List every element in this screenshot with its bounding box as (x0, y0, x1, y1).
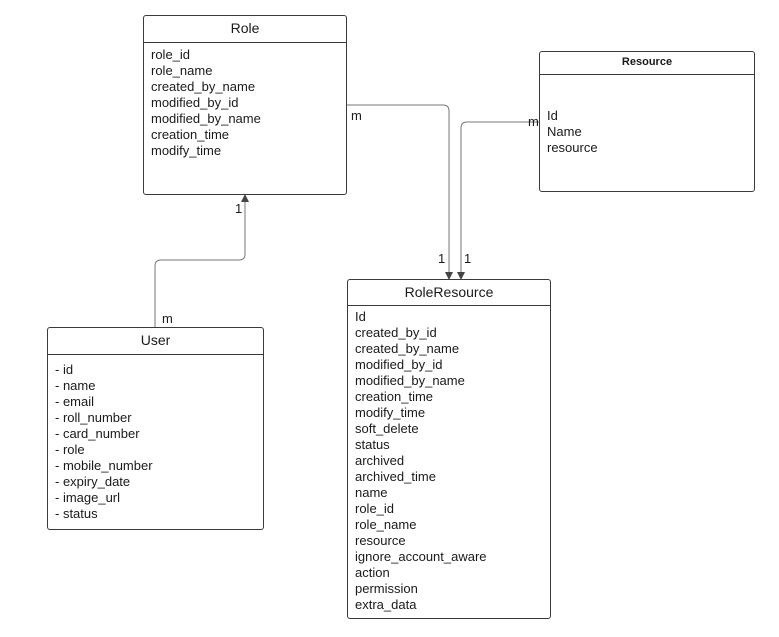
user-role-connector (154, 194, 249, 327)
roleresource-attribute: permission (355, 581, 418, 596)
role-entity-title: Role (230, 20, 260, 36)
user-role-1-label: 1 (235, 201, 243, 216)
role-attribute: role_id (151, 47, 191, 62)
user-entity-header: User (48, 328, 263, 355)
roleresource-attribute: status (355, 437, 390, 452)
role-roleresource-m-label: m (351, 108, 362, 123)
roleresource-attribute: resource (355, 533, 406, 548)
role-entity-header: Role (144, 16, 346, 43)
user-attribute: - card_number (55, 426, 140, 441)
roleresource-attribute: extra_data (355, 597, 417, 612)
role-roleresource-1-label: 1 (438, 251, 446, 266)
role-entity[interactable]: Role role_id role_name created_by_name m… (143, 15, 347, 195)
user-attribute: - status (55, 506, 98, 521)
user-attribute: - name (55, 378, 96, 393)
role-attribute-list: role_id role_name created_by_name modifi… (144, 43, 346, 159)
roleresource-attribute: role_id (355, 501, 395, 516)
role-attribute: creation_time (151, 127, 230, 142)
roleresource-entity-header: RoleResource (348, 280, 550, 306)
resource-roleresource-connector (457, 121, 539, 280)
resource-attribute: Id (547, 108, 558, 123)
roleresource-attribute: creation_time (355, 389, 434, 404)
role-attribute: modify_time (151, 143, 222, 158)
roleresource-attribute: modified_by_id (355, 357, 443, 372)
role-attribute: role_name (151, 63, 213, 78)
resource-entity-title: Resource (621, 56, 673, 68)
user-attribute: - id (55, 362, 74, 377)
user-attribute: - expiry_date (55, 474, 131, 489)
role-attribute: created_by_name (151, 79, 256, 94)
resource-roleresource-1-label: 1 (464, 251, 472, 266)
resource-attribute: Name (547, 124, 582, 139)
user-attribute: - role (55, 442, 85, 457)
roleresource-attribute: created_by_name (355, 341, 460, 356)
user-attribute: - mobile_number (55, 458, 153, 473)
user-role-m-label: m (162, 311, 173, 326)
user-attribute: - roll_number (55, 410, 132, 425)
user-entity[interactable]: User - id - name - email - roll_number -… (47, 327, 264, 530)
roleresource-attribute: created_by_id (355, 325, 437, 340)
user-attribute: - email (55, 394, 95, 409)
resource-attribute-list: Id Name resource (540, 75, 754, 156)
user-attribute: - image_url (55, 490, 121, 505)
roleresource-entity[interactable]: RoleResource Id created_by_id created_by… (347, 279, 551, 619)
roleresource-attribute: modified_by_name (355, 373, 465, 388)
roleresource-attribute: role_name (355, 517, 417, 532)
resource-attribute: resource (547, 140, 598, 155)
user-entity-title: User (140, 332, 171, 348)
role-attribute: modified_by_id (151, 95, 239, 110)
roleresource-attribute: action (355, 565, 390, 580)
role-attribute: modified_by_name (151, 111, 261, 126)
resource-entity[interactable]: Resource Id Name resource (539, 51, 755, 192)
resource-entity-header: Resource (540, 52, 754, 75)
roleresource-attribute: archived_time (355, 469, 436, 484)
roleresource-attribute: ignore_account_aware (355, 549, 487, 564)
roleresource-attribute: modify_time (355, 405, 426, 420)
roleresource-attribute: soft_delete (355, 421, 419, 436)
roleresource-entity-title: RoleResource (404, 284, 494, 300)
user-attribute-list: - id - name - email - roll_number - card… (48, 355, 263, 522)
roleresource-attribute: Id (355, 309, 366, 324)
role-roleresource-connector (347, 104, 453, 280)
roleresource-attribute: archived (355, 453, 405, 468)
roleresource-attribute-list: Id created_by_id created_by_name modifie… (348, 306, 550, 613)
resource-roleresource-m-label: m (528, 114, 539, 129)
roleresource-attribute: name (355, 485, 388, 500)
